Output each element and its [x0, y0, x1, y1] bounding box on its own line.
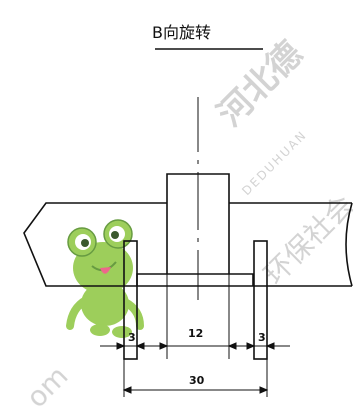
dimension-left-gap: 3 [128, 331, 136, 344]
dimension-center-width: 12 [188, 327, 203, 340]
frog-mascot-icon [66, 219, 144, 338]
watermark: 河北德 DEDUHUAN 环保社会 om [20, 34, 353, 413]
watermark-latin: DEDUHUAN [239, 128, 310, 199]
dimension-overall-width: 30 [189, 374, 205, 387]
part-outline [23, 173, 353, 360]
watermark-domain: om [20, 359, 75, 409]
view-title: B向旋转 [152, 23, 211, 42]
dimension-right-gap: 3 [258, 331, 266, 344]
dimensions [100, 274, 290, 397]
